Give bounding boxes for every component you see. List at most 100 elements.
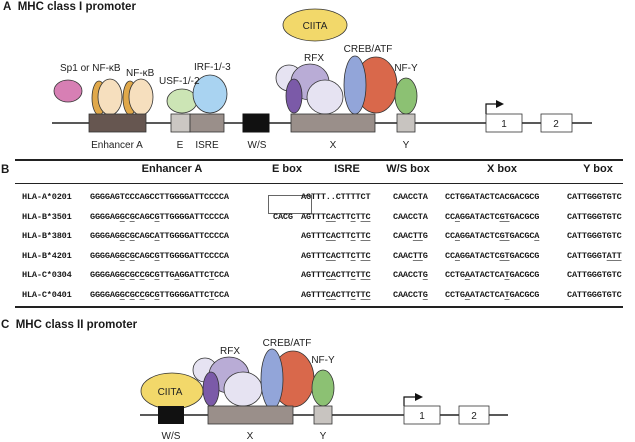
- ciita-label: CIITA: [303, 21, 328, 32]
- rfx-subunit-dark: [285, 78, 303, 114]
- ws-label-c: W/S: [162, 431, 181, 442]
- arrow-head-icon: [496, 100, 504, 108]
- y-label: Y: [403, 140, 410, 151]
- header-e-box: E box: [272, 163, 302, 175]
- header-isre: ISRE: [334, 163, 360, 175]
- y-box-seq: CATTGGGTGTC: [567, 289, 622, 300]
- e-label: E: [177, 140, 184, 151]
- x-label-c: X: [247, 431, 254, 442]
- y-element-c: [313, 405, 333, 425]
- creb-atf-label-c: CREB/ATF: [263, 338, 312, 349]
- creb-atf-label: CREB/ATF: [344, 44, 393, 55]
- panel-a-letter: A: [3, 1, 12, 13]
- x-box-seq: CCAGGATACTCGTGACGCA: [445, 231, 540, 241]
- irf-factor: [192, 74, 228, 114]
- isre-seq: AGTTTCACTTCTTC: [301, 231, 371, 241]
- isre-seq: AGTTTCACTTCTTC: [301, 250, 371, 261]
- usf-label: USF-1/-2: [159, 76, 200, 87]
- nfkb-label: NF-κB: [126, 68, 155, 79]
- exon-1-c: [403, 405, 441, 425]
- ws-label: W/S: [248, 140, 267, 151]
- usf-factor: [166, 88, 198, 114]
- y-box-seq: CATTGGGTGTC: [567, 211, 622, 222]
- x-label: X: [330, 140, 337, 151]
- table-top-rule: [15, 159, 623, 161]
- rfx-subunit-mid-c: [208, 356, 250, 394]
- x-box-seq: CCTGAATACTCATGACGCG: [445, 289, 540, 300]
- enhancer-a-element: [88, 113, 147, 133]
- rfx-subunit-light-c: [223, 371, 263, 407]
- rfx-subunit-dark-c: [202, 371, 220, 407]
- irf-label: IRF-1/-3: [194, 62, 231, 73]
- ws-box-seq: CAACCTG: [393, 289, 428, 300]
- sp1-label: Sp1 or NF-κB: [60, 63, 121, 74]
- y-box-seq: CATTGGGTGTC: [567, 270, 622, 280]
- e-box-highlight-frame: [268, 195, 312, 214]
- table-bottom-rule: [15, 306, 623, 308]
- enhancer-a-label: Enhancer A: [91, 140, 143, 151]
- header-x-box: X box: [487, 163, 517, 175]
- ws-box-seq: CAACTTG: [393, 250, 428, 261]
- exon-2-c: [458, 405, 490, 425]
- exon-2-label-c: 2: [471, 411, 477, 422]
- allele-name: HLA-B*4201: [22, 250, 72, 261]
- nfy-label-c: NF-Y: [311, 355, 335, 366]
- nfy-factor-c: [311, 369, 335, 407]
- sp1-factor: [53, 79, 83, 103]
- enhancer-a-seq: GGGGAGGCGCCGCGTTGGGGATTCTCCA: [90, 289, 229, 300]
- transcription-start-arrow: [485, 103, 497, 114]
- allele-name: HLA-B*3501: [22, 211, 72, 222]
- header-ws-box: W/S box: [386, 163, 430, 175]
- creb-atf-blue-c: [260, 348, 284, 410]
- nfy-factor: [394, 77, 418, 115]
- panel-b-letter: B: [1, 164, 10, 176]
- panel-a-title-text: MHC class I promoter: [17, 1, 136, 13]
- isre-seq: AGTTTCACTTCTTC: [301, 289, 371, 300]
- enhancer-a-seq: GGGGAGGCGCAGCGTTGGGGATTCCCCA: [90, 250, 229, 261]
- allele-name: HLA-C*0401: [22, 289, 72, 300]
- enhancer-a-seq: GGGGAGGCGCAGCGTTGGGGATTCCCCA: [90, 211, 229, 222]
- isre-label: ISRE: [195, 140, 219, 151]
- header-enhancer-a: Enhancer A: [141, 163, 203, 175]
- creb-atf-red-c: [271, 350, 315, 408]
- panel-c-title-text: MHC class II promoter: [15, 319, 138, 331]
- rfx-subunit-small-c: [192, 357, 218, 383]
- exon-1-label: 1: [501, 119, 507, 130]
- ws-box-seq: CAACCTA: [393, 211, 428, 222]
- exon-1: [485, 113, 523, 133]
- ciita-factor: [282, 8, 348, 42]
- allele-name: HLA-A*0201: [22, 192, 72, 202]
- mhc-class-i-promoter-diagram: CIITA Sp1 or NF-κB NF-κB Enhancer A USF-…: [52, 8, 592, 151]
- allele-name: HLA-B*3801: [22, 231, 72, 241]
- x-box-seq: CCAGGATACTCGTGACGCG: [445, 211, 540, 222]
- isre-seq: AGTTTCACTTCTTC: [301, 211, 371, 222]
- isre-element: [189, 113, 225, 133]
- y-box-seq: CATTGGGTGTC: [567, 192, 622, 202]
- rfx-label-c: RFX: [220, 346, 240, 357]
- isre-seq: AGTTTCACTTCTTC: [301, 270, 371, 280]
- y-label-c: Y: [320, 431, 327, 442]
- x-box-seq: CCTGGATACTCACGACGCG: [445, 192, 540, 202]
- panel-a-title: A MHC class I promoter: [3, 1, 136, 13]
- header-y-box: Y box: [583, 163, 613, 175]
- y-box-seq: CATTGGGTGTC: [567, 231, 622, 241]
- enhancer-a-seq: GGGGAGTCCCAGCCTTGGGGATTCCCCA: [90, 192, 229, 202]
- e-box-seq: CACG: [273, 211, 293, 222]
- ciita-label-c: CIITA: [158, 387, 183, 398]
- exon-2-label: 2: [553, 119, 559, 130]
- isre-seq: AGTTT..CTTTTCT: [301, 192, 371, 202]
- x-box-seq: CCAGGATACTCGTGACGCG: [445, 250, 540, 261]
- allele-name: HLA-C*0304: [22, 270, 72, 280]
- panel-c-letter: C: [1, 319, 10, 331]
- y-element: [396, 113, 416, 133]
- ws-box-seq: CAACCTG: [393, 270, 428, 280]
- ws-element-c: [158, 406, 184, 424]
- table-header-rule: [15, 183, 623, 184]
- ws-element: [242, 113, 270, 133]
- ws-box-seq: CAACTTG: [393, 231, 428, 241]
- x-element: [290, 113, 376, 133]
- y-box-seq: CATTGGGTATT: [567, 250, 622, 261]
- e-element: [170, 113, 191, 133]
- nfkb-2-front: [128, 78, 154, 116]
- enhancer-a-seq: GGGGAGGCGCCGCGTTGAGGATTCTCCA: [90, 270, 229, 280]
